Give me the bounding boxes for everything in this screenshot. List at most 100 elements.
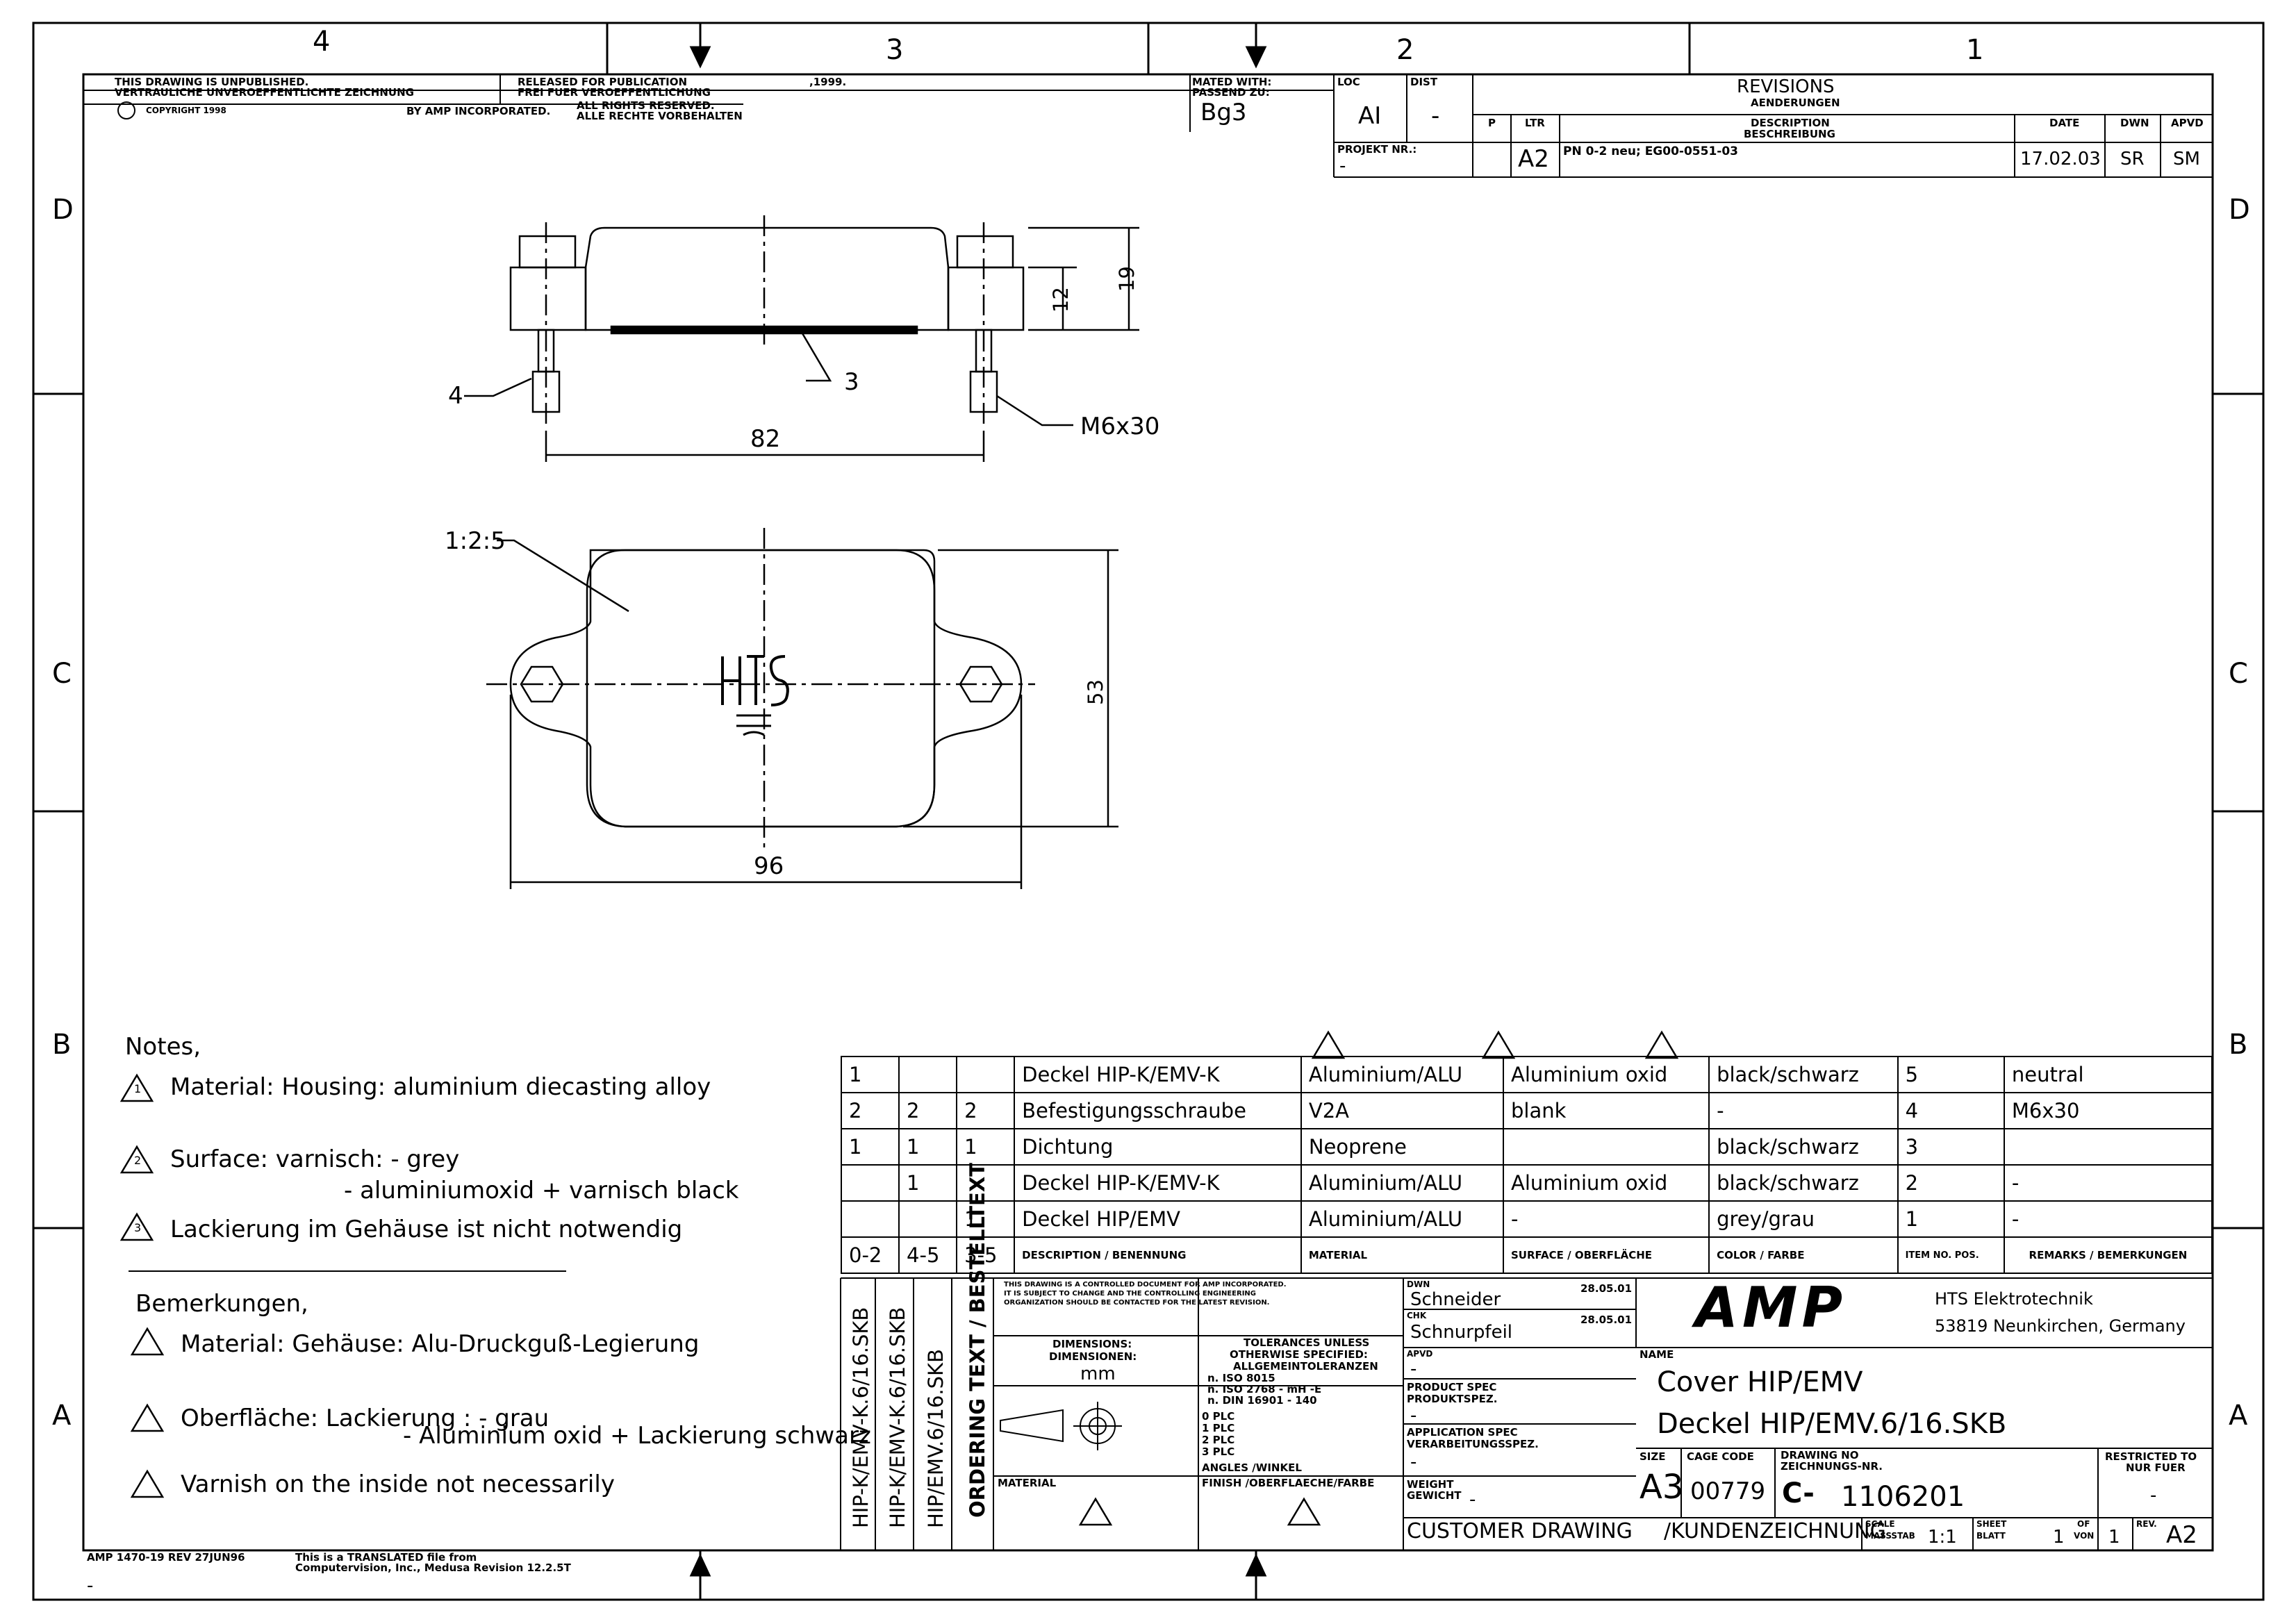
zone-3: 3 — [886, 34, 904, 66]
callout-4: 4 — [448, 382, 463, 410]
outer-border — [32, 22, 2265, 1601]
copyright-text: COPYRIGHT 1998 — [146, 106, 226, 115]
sheet-label-de: BLATT — [1976, 1531, 2006, 1541]
prod-spec-value: - — [1410, 1405, 1417, 1426]
dim-19: 19 — [1115, 266, 1139, 292]
title-block-lines — [840, 1277, 2213, 1550]
prod-spec-label: PRODUCT SPEC — [1407, 1381, 1497, 1393]
cage-value: 00779 — [1690, 1477, 1766, 1505]
of-value: 1 — [2108, 1527, 2120, 1548]
dist-label: DIST — [1410, 76, 1438, 88]
dwn-label: DWN — [1407, 1279, 1430, 1289]
cage-label: CAGE CODE — [1687, 1450, 1754, 1463]
of-label-de: VON — [2074, 1531, 2095, 1541]
tol-3: ALLGEMEINTOLERANZEN — [1233, 1360, 1378, 1373]
tol-6: n. DIN 16901 - 140 — [1207, 1394, 1317, 1407]
rev-label: REV. — [2136, 1519, 2157, 1529]
weight-label: WEIGHT — [1407, 1478, 1454, 1491]
note-1: Material: Housing: aluminium diecasting … — [170, 1073, 711, 1101]
form-number: AMP 1470-19 REV 27JUN96 — [87, 1551, 245, 1564]
rev-value: A2 — [2166, 1521, 2197, 1549]
bemerkungen-title: Bemerkungen, — [135, 1290, 308, 1318]
prod-spec-label-de: PRODUKTSPEZ. — [1407, 1393, 1498, 1405]
sheet-label: SHEET — [1976, 1519, 2007, 1529]
dwgno-label: DRAWING NO — [1781, 1449, 1859, 1461]
released-text-de: FREI FUER VEROEFFENTLICHUNG — [518, 86, 711, 99]
projekt-label: PROJEKT NR.: — [1337, 143, 1417, 156]
dim-12: 12 — [1049, 287, 1073, 313]
dwn-date: 28.05.01 — [1580, 1282, 1633, 1295]
weight-value: - — [1469, 1489, 1476, 1510]
zone-c-left: C — [52, 658, 72, 690]
customer-drawing: CUSTOMER DRAWING — [1407, 1519, 1633, 1543]
order-text-2: HIP-K/EMV-K.6/16.SKB — [886, 1307, 909, 1528]
name-label: NAME — [1640, 1348, 1674, 1361]
bemerkung-1: Material: Gehäuse: Alu-Druckguß-Legierun… — [181, 1330, 700, 1358]
scale-note: 1:2:5 — [445, 527, 506, 555]
loc-label: LOC — [1337, 76, 1360, 88]
amp-logo: AMP — [1695, 1275, 1847, 1340]
mated-label-de: PASSEND ZU: — [1192, 86, 1270, 99]
note-tri-3: 3 — [134, 1221, 142, 1234]
note-tri-2: 2 — [134, 1154, 142, 1167]
rev-col-dwn: DWN — [2120, 117, 2149, 129]
revisions-title: REVISIONS — [1737, 76, 1835, 97]
chk-label: CHK — [1407, 1311, 1427, 1320]
restricted-value: - — [2150, 1485, 2157, 1506]
zone-d-right: D — [2229, 194, 2250, 226]
dims-unit: mm — [1080, 1364, 1116, 1384]
controlled-doc-2: IT IS SUBJECT TO CHANGE AND THE CONTROLL… — [1004, 1290, 1257, 1298]
sheet-value: 1 — [2053, 1527, 2065, 1548]
rev-col-desc: DESCRIPTION — [1751, 117, 1830, 129]
apvd-value: - — [1410, 1359, 1417, 1379]
angles-label: ANGLES /WINKEL — [1202, 1461, 1302, 1474]
zone-a-left: A — [52, 1400, 72, 1432]
scale-label-de: MASSSTAB — [1865, 1531, 1915, 1541]
note-2a: Surface: varnisch: - grey — [170, 1145, 460, 1173]
note-2b: - aluminiumoxid + varnisch black — [344, 1177, 739, 1204]
app-spec-label-de: VERARBEITUNGSSPEZ. — [1407, 1438, 1539, 1450]
dwgno-label-de: ZEICHNUNGS-NR. — [1781, 1460, 1883, 1473]
by-amp-text: BY AMP INCORPORATED. — [406, 105, 551, 117]
rev-ltr: A2 — [1518, 145, 1549, 173]
zone-c-right: C — [2229, 658, 2248, 690]
dim-82: 82 — [750, 425, 781, 453]
rights-text-de: ALLE RECHTE VORBEHALTEN — [577, 110, 743, 122]
finish-label: FINISH /OBERFLAECHE/FARBE — [1202, 1477, 1375, 1489]
controlled-doc-1: THIS DRAWING IS A CONTROLLED DOCUMENT FO… — [1004, 1281, 1287, 1289]
tol-4: n. ISO 8015 — [1207, 1372, 1275, 1384]
tol-1: TOLERANCES UNLESS — [1244, 1336, 1370, 1349]
unpublished-text-de: VERTRAULICHE UNVEROEFFENTLICHTE ZEICHNUN… — [115, 86, 414, 99]
dim-96: 96 — [754, 852, 784, 880]
order-text-1: HIP-K/EMV-K.6/16.SKB — [849, 1307, 873, 1528]
title-name-1: Cover HIP/EMV — [1657, 1366, 1863, 1398]
size-label: SIZE — [1640, 1450, 1666, 1463]
translated-note-1: This is a TRANSLATED file from — [295, 1551, 477, 1564]
weight-label-de: GEWICHT — [1407, 1489, 1462, 1502]
dwgno-prefix: C- — [1782, 1477, 1815, 1509]
rev-apvd: SM — [2173, 149, 2200, 169]
translated-note-2: Computervision, Inc., Medusa Revision 12… — [295, 1561, 571, 1574]
unpublished-text: THIS DRAWING IS UNPUBLISHED. — [115, 76, 309, 88]
bemerkung-2b: - Aluminium oxid + Lackierung schwarz — [403, 1422, 871, 1450]
bemerkung-3: Varnish on the inside not necessarily — [181, 1470, 615, 1498]
projekt-value: - — [1339, 156, 1346, 176]
plc-2: 2 PLC — [1202, 1434, 1235, 1446]
callout-m6x30: M6x30 — [1080, 413, 1160, 440]
plc-0: 0 PLC — [1202, 1410, 1235, 1423]
order-text-3: HIP/EMV.6/16.SKB — [924, 1349, 948, 1528]
released-text: RELEASED FOR PUBLICATION — [518, 76, 688, 88]
dwgno-value: 1106201 — [1841, 1481, 1965, 1513]
zone-a-right: A — [2229, 1400, 2248, 1432]
note-3: Lackierung im Gehäuse ist nicht notwendi… — [170, 1216, 683, 1243]
material-label: MATERIAL — [998, 1477, 1057, 1489]
callout-3: 3 — [844, 368, 859, 396]
